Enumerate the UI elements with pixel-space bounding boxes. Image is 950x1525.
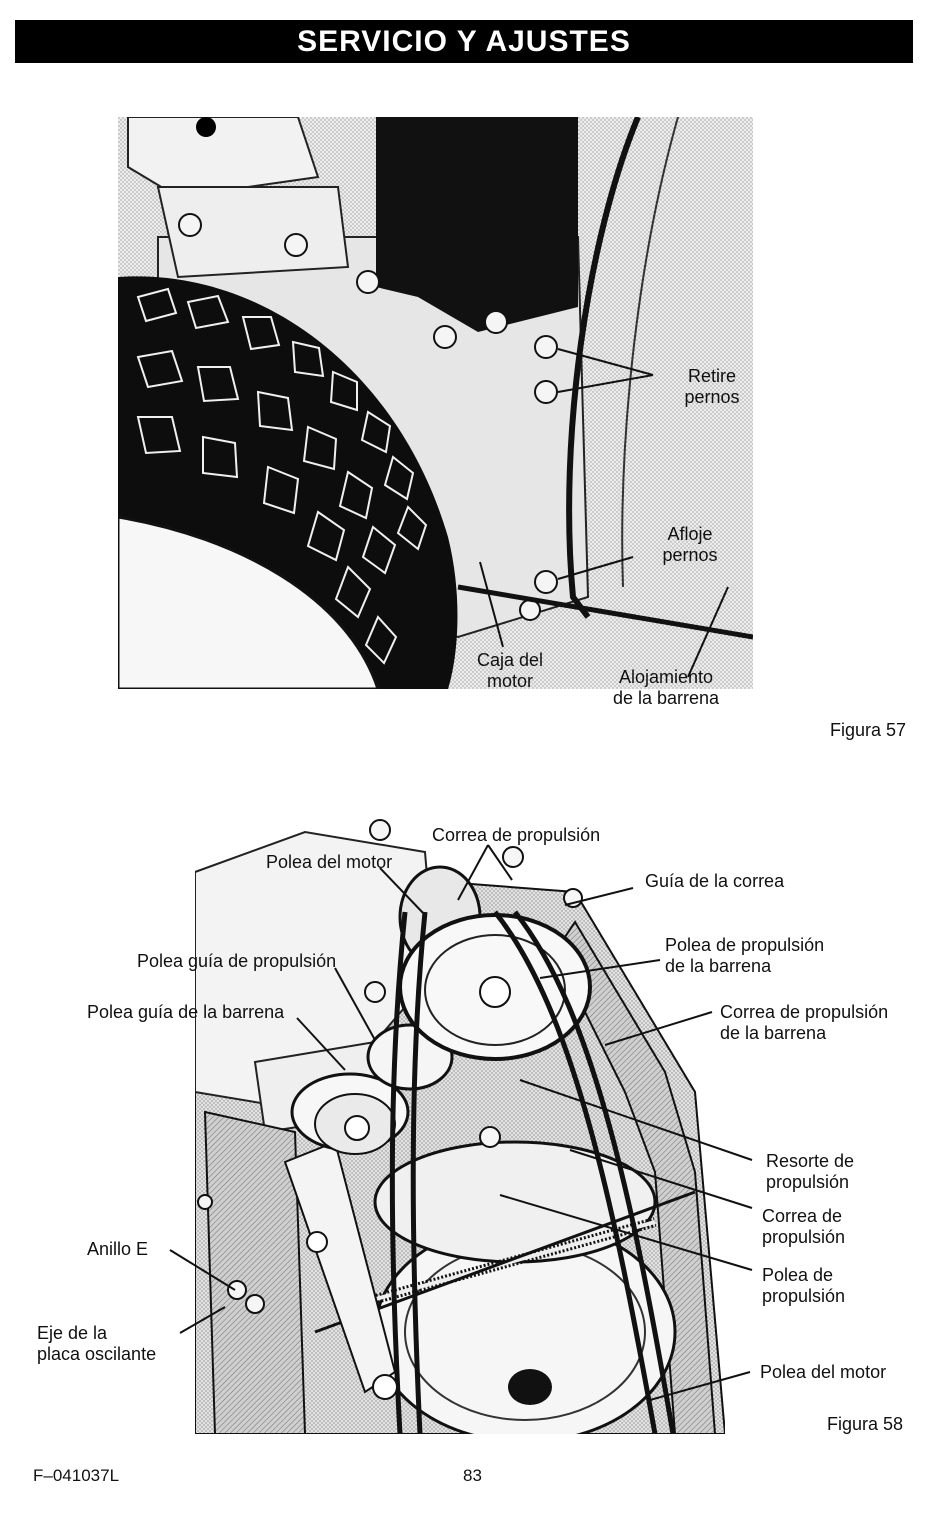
label-line: Afloje xyxy=(667,524,713,544)
label-engine-case: Caja del motor xyxy=(462,650,558,692)
label-drive-idler-pulley: Polea guía de propulsión xyxy=(137,951,337,971)
label-line: Polea de xyxy=(762,1265,834,1285)
label-line: pernos xyxy=(684,387,740,407)
label-line: Correa de xyxy=(762,1206,843,1226)
figure-57-caption: Figura 57 xyxy=(830,720,907,740)
label-line: propulsión xyxy=(766,1172,850,1192)
label-drive-belt-top: Correa de propulsión xyxy=(432,825,601,845)
label-line: pernos xyxy=(662,545,718,565)
label-line: Correa de propulsión xyxy=(720,1002,889,1022)
document-code: F–041037L xyxy=(33,1466,120,1485)
section-title: SERVICIO Y AJUSTES xyxy=(297,24,631,58)
label-engine-pulley-top: Polea del motor xyxy=(266,852,393,872)
label-drive-spring: Resorte de propulsión xyxy=(766,1151,854,1193)
label-line: propulsión xyxy=(762,1227,846,1247)
label-line: Caja del xyxy=(476,650,544,670)
label-line: propulsión xyxy=(762,1286,846,1306)
label-engine-pulley-bottom: Polea del motor xyxy=(760,1362,887,1382)
figure-58-illustration xyxy=(195,812,725,1434)
section-title-bar: SERVICIO Y AJUSTES xyxy=(15,20,913,63)
label-auger-drive-belt: Correa de propulsión de la barrena xyxy=(720,1002,888,1044)
label-line: Polea de propulsión xyxy=(665,935,825,955)
label-line: Alojamiento xyxy=(618,667,714,687)
label-auger-idler-pulley: Polea guía de la barrena xyxy=(87,1002,285,1022)
label-line: motor xyxy=(486,671,533,691)
label-line: Retire xyxy=(687,366,736,386)
label-line: de la barrena xyxy=(612,688,720,708)
label-belt-guide: Guía de la correa xyxy=(645,871,785,891)
label-drive-pulley: Polea de propulsión xyxy=(762,1265,845,1307)
label-line: Eje de la xyxy=(37,1323,108,1343)
label-line: placa oscilante xyxy=(37,1344,157,1364)
label-e-ring: Anillo E xyxy=(87,1239,149,1259)
label-auger-housing: Alojamiento de la barrena xyxy=(596,667,736,709)
label-loosen-bolts: Afloje pernos xyxy=(652,524,728,566)
figure-57-illustration xyxy=(118,117,753,689)
page-number: 83 xyxy=(463,1466,482,1485)
label-drive-belt: Correa de propulsión xyxy=(762,1206,845,1248)
figure-58-caption: Figura 58 xyxy=(827,1414,904,1434)
label-line: de la barrena xyxy=(720,1023,827,1043)
label-auger-drive-pulley: Polea de propulsión de la barrena xyxy=(665,935,824,977)
label-remove-bolts: Retire pernos xyxy=(676,366,748,408)
label-line: de la barrena xyxy=(665,956,772,976)
label-line: Resorte de xyxy=(766,1151,855,1171)
label-pivot-plate-shaft: Eje de la placa oscilante xyxy=(37,1323,156,1365)
